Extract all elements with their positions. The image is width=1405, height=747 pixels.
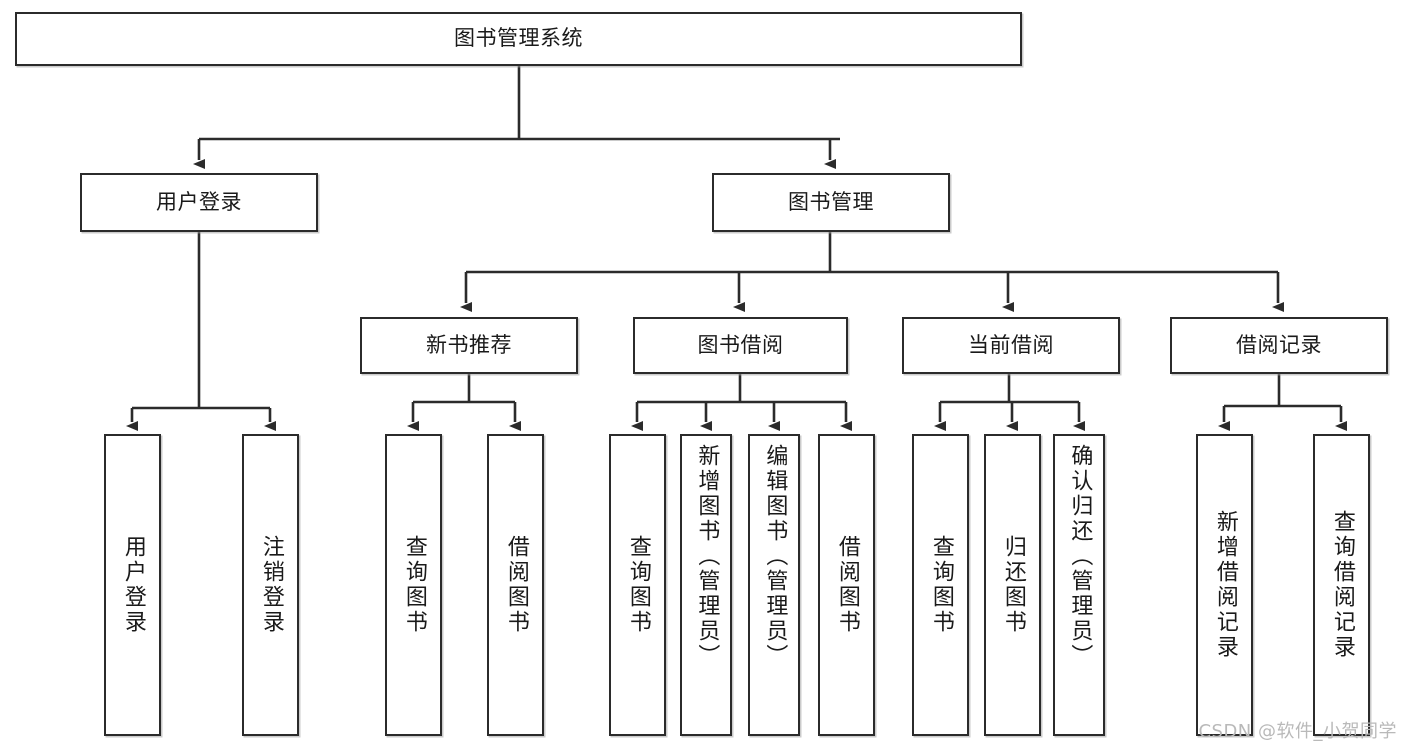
node-leaf-borrow-book-bb[interactable]: 借阅图书 — [818, 434, 875, 736]
node-root[interactable]: 图书管理系统 — [15, 12, 1022, 66]
node-new-book-rec-label: 新书推荐 — [426, 332, 512, 357]
node-leaf-edit-book[interactable]: 编辑图书（管理员） — [748, 434, 800, 736]
node-leaf-query-record[interactable]: 查询借阅记录 — [1313, 434, 1370, 736]
node-book-manage-label: 图书管理 — [788, 189, 874, 214]
node-leaf-user-logout[interactable]: 注销登录 — [242, 434, 299, 736]
node-leaf-query-book-rec-label: 查询图书 — [401, 535, 427, 635]
node-leaf-edit-book-label: 编辑图书（管理员） — [762, 444, 788, 669]
node-borrow-record[interactable]: 借阅记录 — [1170, 317, 1388, 374]
node-leaf-borrow-book-rec-label: 借阅图书 — [503, 535, 529, 635]
node-leaf-query-book-rec[interactable]: 查询图书 — [385, 434, 442, 736]
node-leaf-query-record-label: 查询借阅记录 — [1329, 510, 1355, 660]
node-book-manage[interactable]: 图书管理 — [712, 173, 950, 232]
node-leaf-add-book-label: 新增图书（管理员） — [694, 444, 720, 669]
node-leaf-query-book-bb-label: 查询图书 — [625, 535, 651, 635]
node-leaf-borrow-book-bb-label: 借阅图书 — [834, 535, 860, 635]
node-leaf-query-book-bb[interactable]: 查询图书 — [609, 434, 666, 736]
node-leaf-query-book-cb[interactable]: 查询图书 — [912, 434, 969, 736]
node-leaf-return-book-label: 归还图书 — [1000, 535, 1026, 635]
node-borrow-record-label: 借阅记录 — [1236, 332, 1322, 357]
node-root-label: 图书管理系统 — [454, 26, 583, 51]
node-leaf-add-record[interactable]: 新增借阅记录 — [1196, 434, 1253, 736]
node-leaf-confirm-return-label: 确认归还（管理员） — [1067, 444, 1093, 669]
node-leaf-return-book[interactable]: 归还图书 — [984, 434, 1041, 736]
node-leaf-add-book[interactable]: 新增图书（管理员） — [680, 434, 732, 736]
node-current-borrow-label: 当前借阅 — [968, 332, 1054, 357]
watermark-text: CSDN @软件_小贺同学 — [1198, 721, 1397, 742]
node-leaf-user-logout-label: 注销登录 — [258, 535, 284, 635]
node-leaf-confirm-return[interactable]: 确认归还（管理员） — [1053, 434, 1105, 736]
node-book-borrow[interactable]: 图书借阅 — [633, 317, 848, 374]
node-book-borrow-label: 图书借阅 — [697, 332, 784, 357]
node-leaf-add-record-label: 新增借阅记录 — [1212, 510, 1238, 660]
node-new-book-rec[interactable]: 新书推荐 — [360, 317, 578, 374]
node-leaf-user-login[interactable]: 用户登录 — [104, 434, 161, 736]
node-current-borrow[interactable]: 当前借阅 — [902, 317, 1120, 374]
node-user-login[interactable]: 用户登录 — [80, 173, 318, 232]
node-leaf-borrow-book-rec[interactable]: 借阅图书 — [487, 434, 544, 736]
node-user-login-label: 用户登录 — [156, 189, 242, 214]
node-leaf-user-login-label: 用户登录 — [120, 535, 146, 635]
node-leaf-query-book-cb-label: 查询图书 — [928, 535, 954, 635]
